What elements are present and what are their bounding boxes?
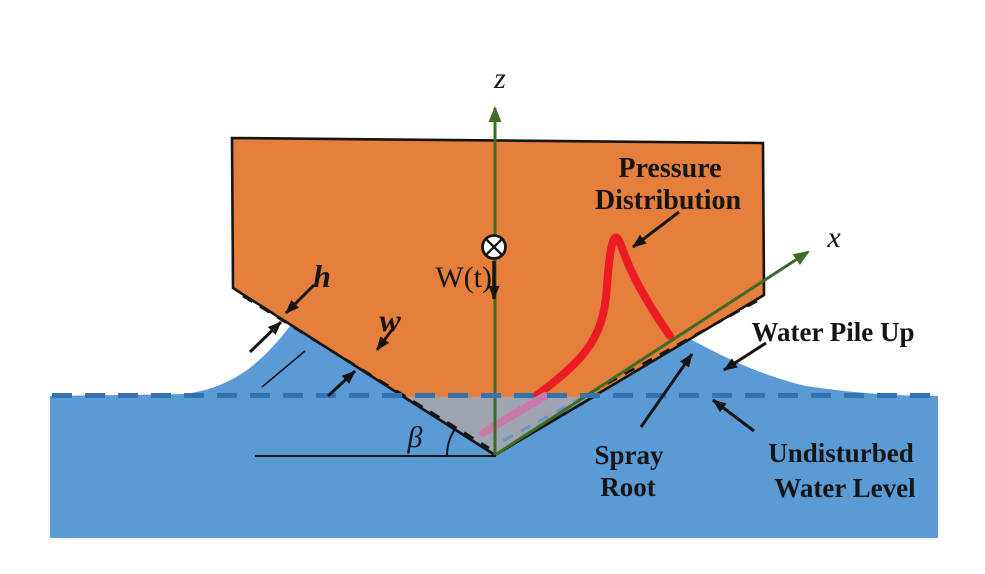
impact-velocity-label: W(t) [435,261,492,294]
submerged-pressure-line [479,392,549,437]
spray-root-arrow [639,353,694,428]
undisturbed-label-line2: Water Level [774,473,916,503]
z-axis-label: z [493,62,506,95]
y-axis-into-page-icon [481,234,507,260]
deflection-w-arrow-upper [375,326,396,351]
thickness-h-arrow-lower [248,320,283,354]
water-pile-up-label: Water Pile Up [752,317,915,347]
pressure-curve [479,233,674,437]
pressure-arrow [632,210,680,249]
deadrise-angle-arc [446,428,456,456]
spray-root-label-line1: Spray [594,440,664,470]
thickness-h-arrow-upper [284,283,316,315]
hull-edge-below-water-left [403,395,496,457]
spray-root-label-line2: Root [600,472,656,502]
x-axis-line [494,250,810,457]
deflection-w-label: w [379,302,401,338]
x-axis-label: x [826,221,841,254]
undisturbed-level-arrow [712,398,755,433]
pressure-label-line2: Distribution [595,185,742,216]
pressure-label-line1: Pressure [618,153,721,184]
submerged-dashed-line [502,395,584,443]
deadrise-angle-label: β [407,421,423,454]
thickness-h-label: h [313,258,331,294]
inner-hull-dashed-left [242,294,490,450]
deflection-w-arrow-lower [326,369,357,398]
undisturbed-label-line1: Undisturbed [768,438,914,468]
spray-jet-line [261,350,306,388]
water-pile-up-arrow [723,341,767,372]
